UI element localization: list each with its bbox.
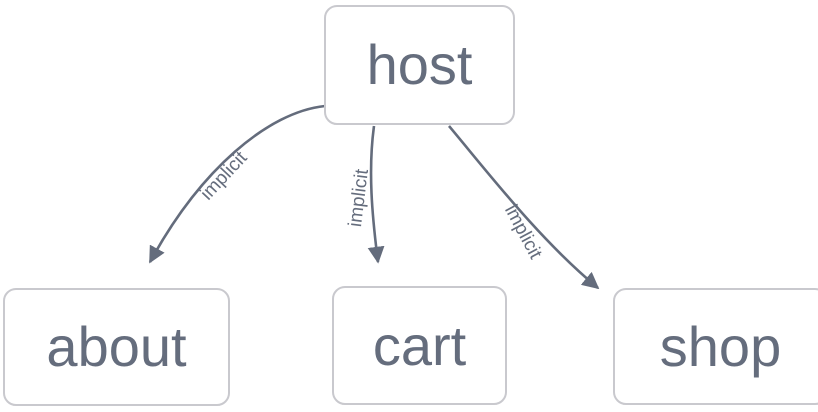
node-shop-label: shop — [659, 314, 782, 378]
edge-host-shop[interactable] — [448, 125, 600, 290]
node-host[interactable]: host — [324, 5, 515, 125]
edge-host-about[interactable] — [148, 104, 326, 264]
node-about[interactable]: about — [3, 288, 230, 406]
node-about-label: about — [46, 315, 187, 378]
node-host-label: host — [366, 33, 473, 96]
node-cart[interactable]: cart — [332, 286, 507, 405]
node-shop[interactable]: shop — [613, 288, 818, 405]
edge-host-cart[interactable] — [367, 125, 385, 264]
node-cart-label: cart — [372, 313, 467, 377]
